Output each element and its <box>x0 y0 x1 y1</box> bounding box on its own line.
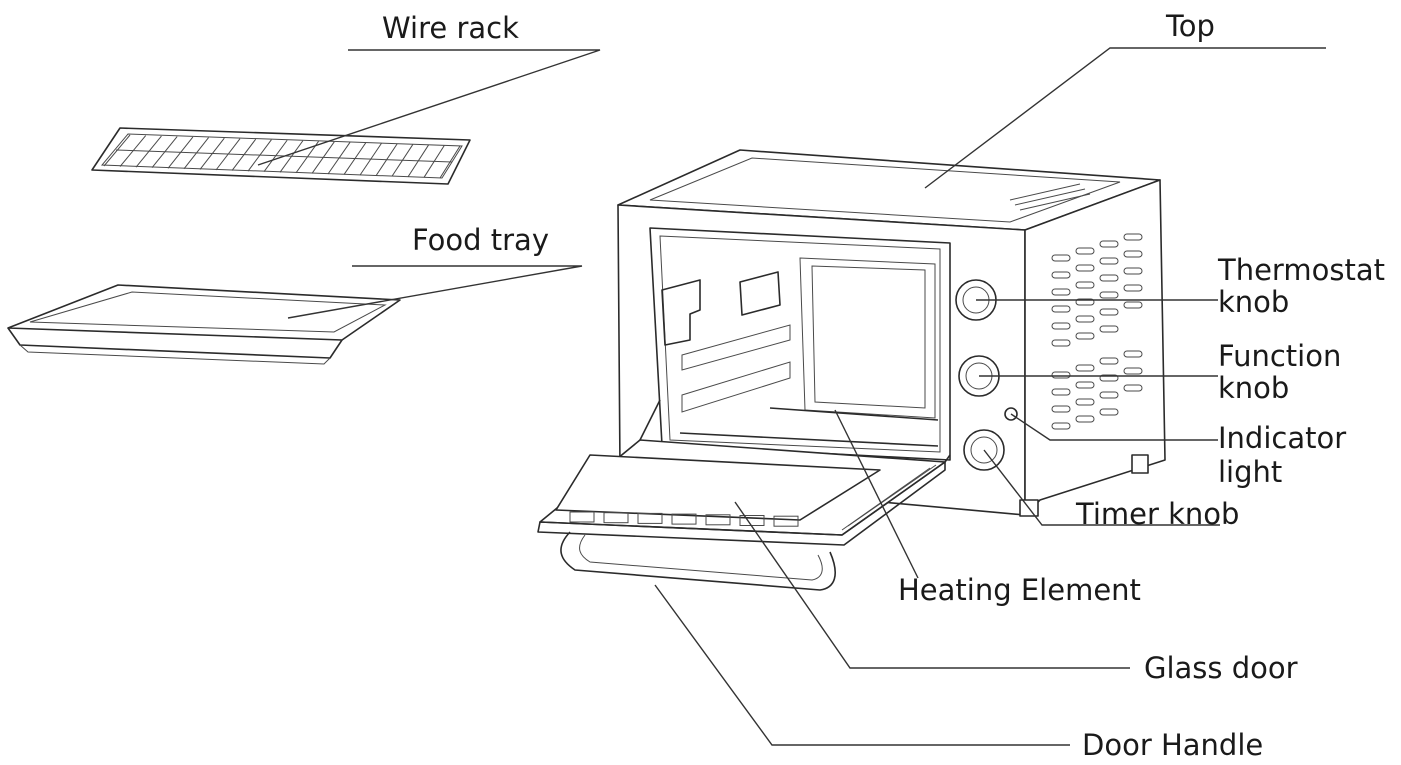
label-thermostat-knob-line2: knob <box>1218 285 1289 319</box>
leader-heating-element <box>834 409 919 579</box>
label-door-handle: Door Handle <box>1082 728 1263 762</box>
label-function-knob-line1: Function <box>1218 339 1341 373</box>
side-vents-drawing <box>1051 233 1143 430</box>
label-indicator-light-line1: Indicator <box>1218 421 1346 455</box>
leader-lines <box>257 47 1326 746</box>
label-wire-rack: Wire rack <box>382 11 519 45</box>
leader-indicator-light <box>1010 413 1218 441</box>
glass-door-drawing <box>537 399 951 546</box>
label-indicator-light-line2: light <box>1218 455 1282 489</box>
door-handle-drawing <box>560 531 836 591</box>
label-top: Top <box>1165 9 1215 43</box>
leader-door-handle <box>654 584 1070 746</box>
leader-timer-knob <box>983 449 1220 526</box>
leader-wire-rack <box>257 49 601 166</box>
oven-body-drawing <box>617 149 1166 517</box>
label-glass-door: Glass door <box>1144 651 1298 685</box>
labels: Wire rack Food tray Top Thermostat knob … <box>382 9 1385 762</box>
label-heating-element: Heating Element <box>898 573 1141 607</box>
label-function-knob-line2: knob <box>1218 371 1289 405</box>
leader-food-tray <box>287 265 583 319</box>
food-tray-drawing <box>7 284 401 365</box>
label-thermostat-knob-line1: Thermostat <box>1217 253 1385 287</box>
label-timer-knob: Timer knob <box>1075 497 1239 531</box>
label-food-tray: Food tray <box>412 223 549 257</box>
leader-glass-door <box>734 501 1130 669</box>
wire-rack-drawing <box>91 127 471 185</box>
leader-top <box>924 47 1326 189</box>
